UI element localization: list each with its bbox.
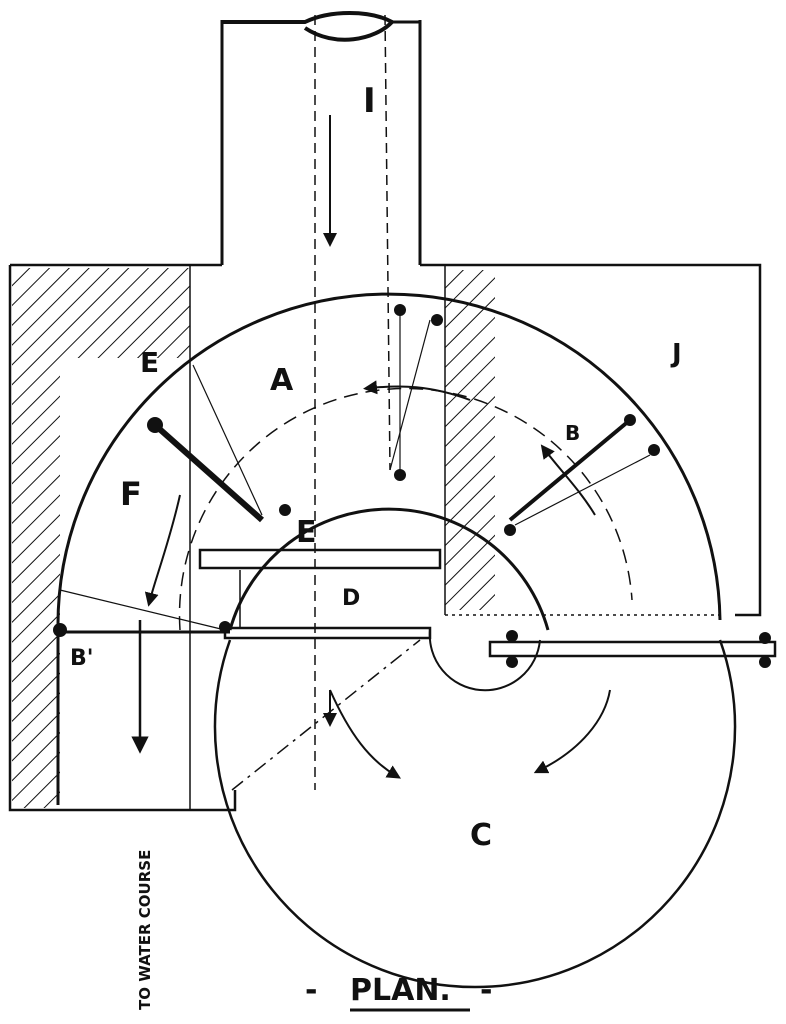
label-joint-e-top: E (140, 346, 159, 379)
guide-vanes (53, 304, 660, 637)
spiral-casing (56, 292, 722, 805)
flow-arrows (131, 380, 596, 754)
label-joint-e-mid: E (296, 515, 317, 550)
label-to-water-course: TO WATER COURSE (136, 850, 154, 1010)
masonry-left (8, 263, 237, 812)
label-casing-j: J (670, 339, 682, 369)
label-deflector-f: F (120, 475, 142, 513)
caption: - PLAN. - (305, 973, 492, 1012)
label-guide-b: B (565, 421, 580, 445)
inlet-pipe (220, 11, 422, 790)
label-chamber-a: A (270, 363, 294, 398)
shaft-bar (223, 626, 777, 668)
plate-d (198, 548, 442, 628)
label-guide-b-prime: B' (70, 646, 94, 671)
wheel-c (213, 629, 737, 989)
label-inlet-i: I (363, 81, 376, 121)
label-wheel-c: C (470, 818, 492, 853)
caption-right-dash: - (480, 973, 492, 1008)
masonry-right (420, 263, 762, 617)
caption-left-dash: - (305, 973, 317, 1008)
caption-plan: PLAN. (350, 973, 451, 1008)
label-plate-d: D (342, 586, 360, 611)
